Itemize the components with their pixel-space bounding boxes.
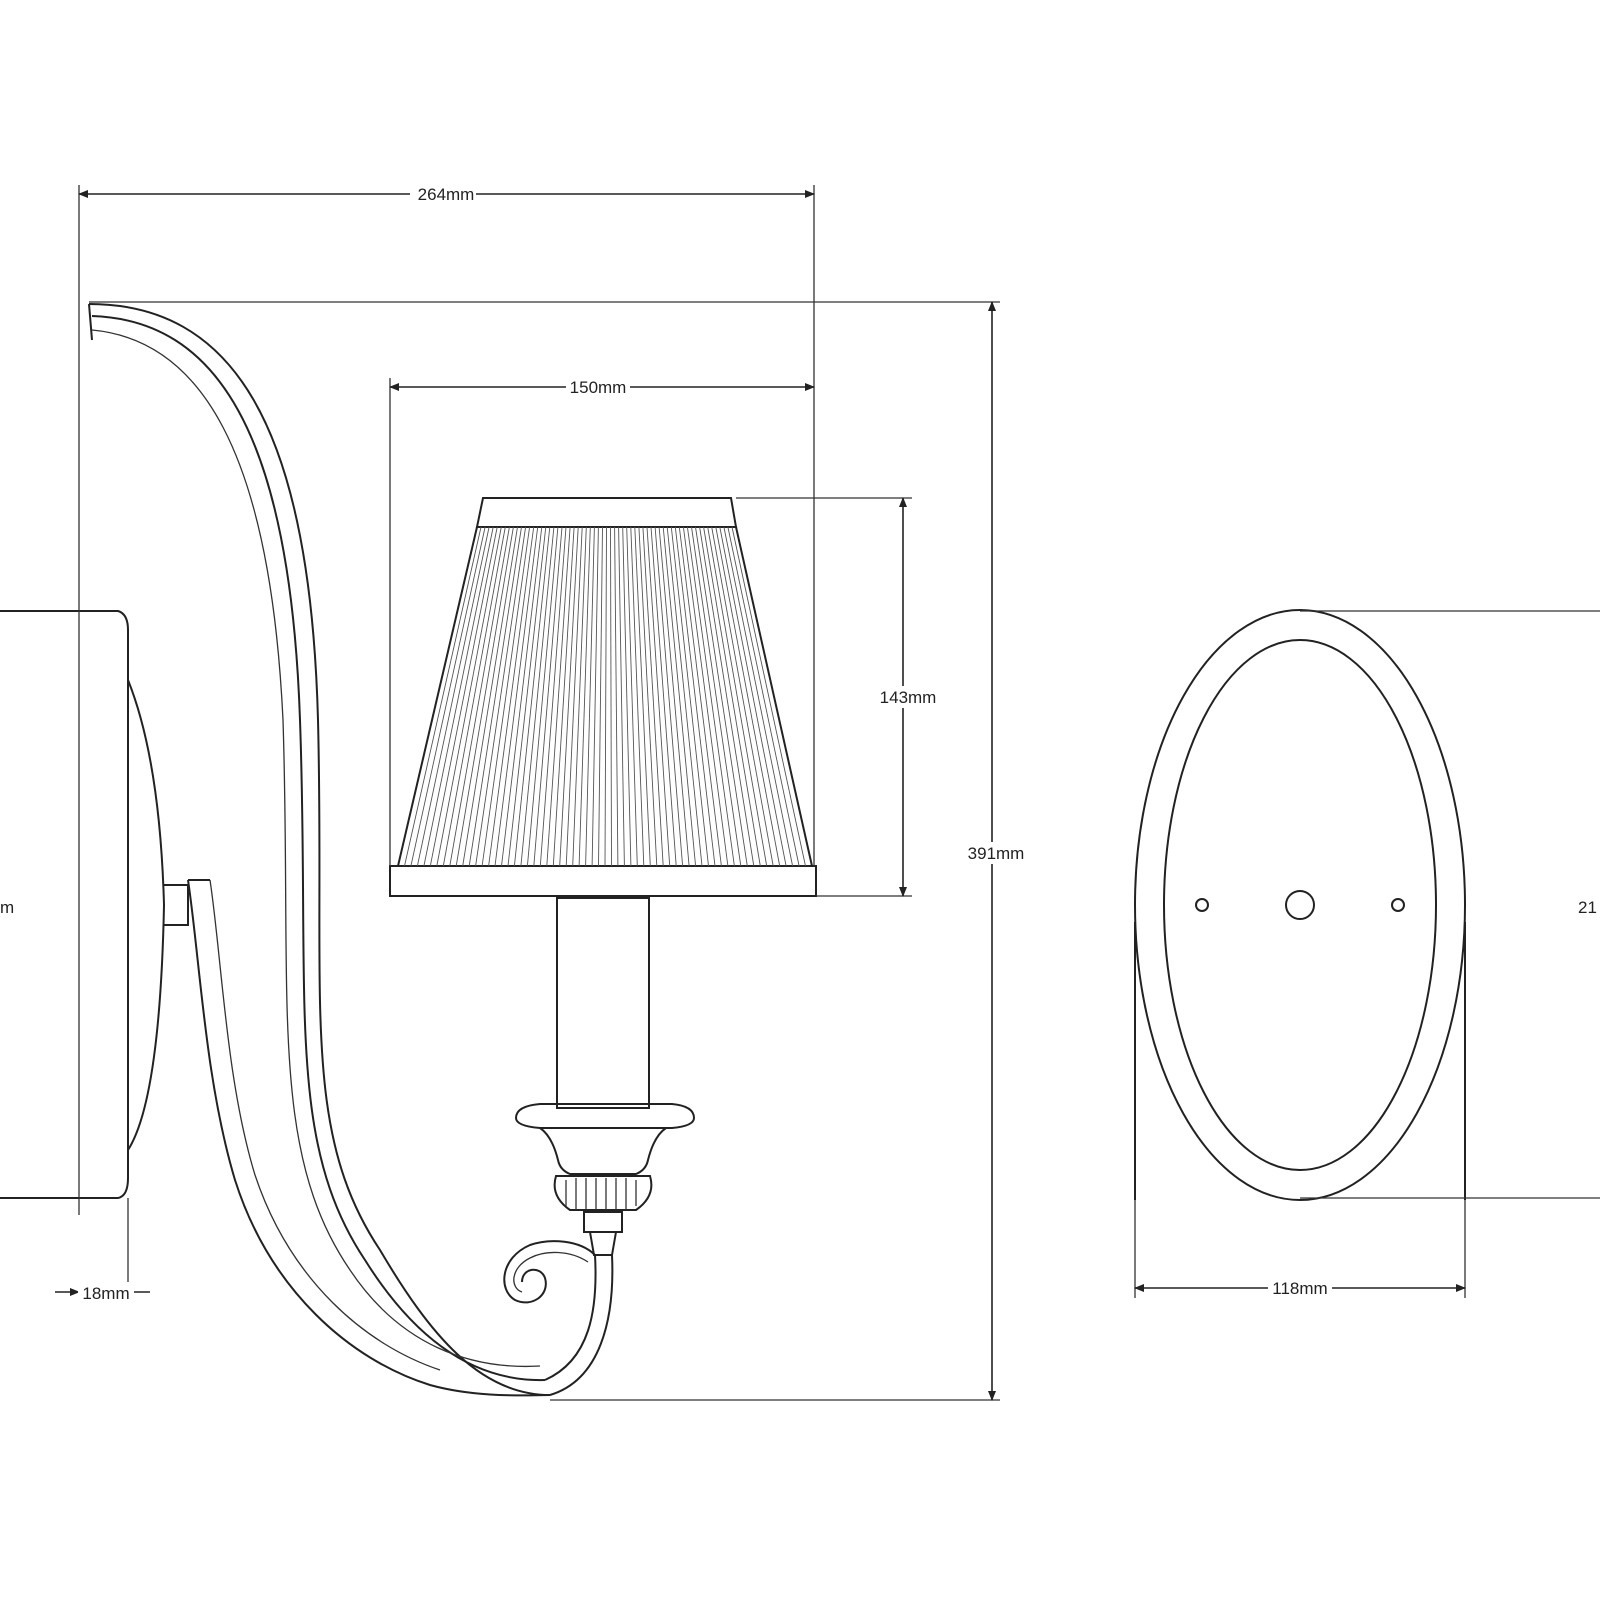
shade-pleat-line (711, 526, 774, 867)
shade-pleat-line (572, 526, 587, 867)
shade-pleat-line (691, 526, 742, 867)
shade-pleat-line (585, 526, 595, 867)
dimension-overall-width: 264mm (78, 182, 815, 1215)
screw-hole-left (1195, 898, 1209, 912)
shade-height-label: 143mm (880, 688, 937, 707)
shade-pleat-line (546, 526, 571, 867)
shade-pleat-line (707, 526, 768, 867)
shade-pleat-line (565, 526, 583, 867)
center-hole (1285, 890, 1315, 920)
shade-pleat-line (650, 526, 677, 867)
shade-pleat-line (626, 526, 638, 867)
shade-pleat-line (416, 526, 490, 867)
shade-pleat-line (614, 526, 619, 867)
shade-pleat-line (513, 526, 551, 867)
shade-pleat-line (449, 526, 510, 867)
shade-pleat-line (533, 526, 563, 867)
shade-pleat-line (429, 526, 498, 867)
shade-pleat-line (654, 526, 684, 867)
shade-pleat-line (699, 526, 755, 867)
shade-pleat-line (501, 526, 543, 867)
shade-pleat-line (468, 526, 522, 867)
left-edge-partial-label: m (0, 898, 14, 917)
shade-pleat-line (658, 526, 690, 867)
shade-pleat-line (622, 526, 632, 867)
shade-pleat-line (618, 526, 625, 867)
shade-pleat-line (695, 526, 748, 867)
shade-pleat-line (598, 526, 603, 867)
shade-pleat-line (642, 526, 664, 867)
dimension-overall-height: 391mm (89, 301, 1030, 1401)
shade-pleat-line (410, 526, 486, 867)
shade-pleat-line (404, 526, 482, 867)
dimension-backplate-width: 118mm (1134, 1200, 1466, 1299)
shade-pleat-line (552, 526, 575, 867)
shade-pleat-line (436, 526, 502, 867)
shade-pleat-line (578, 526, 591, 867)
shade-pleat-line (526, 526, 559, 867)
lamp-shade (389, 497, 817, 897)
shade-pleat-line (462, 526, 518, 867)
shade-pleat-line (723, 526, 794, 867)
dimension-shade-height: 143mm (736, 497, 944, 897)
shade-pleat-line (520, 526, 555, 867)
shade-pleat-line (678, 526, 722, 867)
shade-pleat-line (481, 526, 531, 867)
shade-pleat-line (591, 526, 599, 867)
shade-width-label: 150mm (570, 378, 627, 397)
shade-pleats (404, 526, 806, 867)
shade-pleat-line (731, 526, 806, 867)
candle-holder (514, 897, 696, 1256)
backplate-width-label: 118mm (1272, 1279, 1327, 1298)
shade-pleat-line (442, 526, 506, 867)
overall-height-label: 391mm (968, 844, 1025, 863)
shade-pleat-line (423, 526, 494, 867)
overall-width-label: 264mm (418, 185, 475, 204)
screw-hole-right (1391, 898, 1405, 912)
shade-pleat-line (638, 526, 658, 867)
shade-pleat-line (475, 526, 527, 867)
shade-pleat-line (539, 526, 567, 867)
shade-pleat-line (670, 526, 709, 867)
shade-pleat-line (630, 526, 645, 867)
shade-pleat-line (559, 526, 579, 867)
shade-pleat-line (507, 526, 547, 867)
shade-pleat-line (703, 526, 761, 867)
shade-pleat-line (610, 526, 612, 867)
dimension-shade-width: 150mm (389, 376, 815, 866)
right-edge-partial-label: 21 (1578, 898, 1597, 917)
lamp-arm (88, 303, 614, 1397)
shade-pleat-line (662, 526, 697, 867)
shade-pleat-line (727, 526, 800, 867)
shade-pleat-line (719, 526, 787, 867)
shade-pleat-line (494, 526, 539, 867)
backplate-depth-label: 18mm (82, 1284, 129, 1303)
shade-pleat-line (674, 526, 716, 867)
shade-pleat-line (715, 526, 781, 867)
shade-pleat-line (666, 526, 703, 867)
dimension-backplate-depth: 18mm (55, 1198, 150, 1303)
shade-pleat-line (646, 526, 671, 867)
backplate-front-view (1134, 609, 1600, 1201)
shade-pleat-line (682, 526, 729, 867)
shade-pleat-line (455, 526, 514, 867)
shade-pleat-line (634, 526, 651, 867)
backplate-side-view (0, 610, 189, 1199)
shade-pleat-line (686, 526, 735, 867)
shade-pleat-line (488, 526, 535, 867)
shade-pleat-line (604, 526, 607, 867)
